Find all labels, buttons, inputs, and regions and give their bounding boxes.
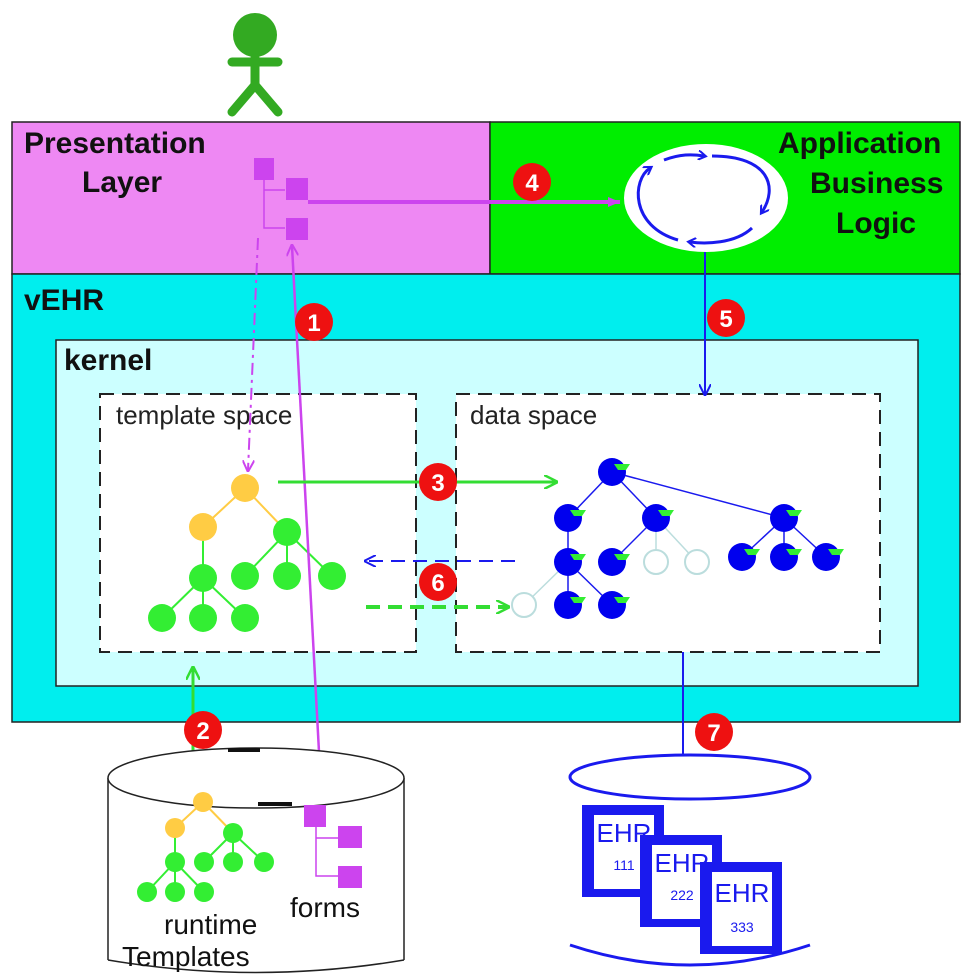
svg-text:3: 3 xyxy=(431,470,444,497)
runtime-label: runtime xyxy=(164,909,257,940)
svg-text:333: 333 xyxy=(730,919,754,935)
data-space-title: data space xyxy=(470,400,597,430)
ehr-card-333: EHR 333 xyxy=(700,862,782,954)
svg-text:111: 111 xyxy=(613,857,634,873)
arrow-presentation-to-template xyxy=(248,237,259,470)
forms-widget-presentation xyxy=(254,158,308,240)
template-space-title: template space xyxy=(116,400,292,430)
svg-text:EHR: EHR xyxy=(715,878,770,908)
runtime-template-tree xyxy=(137,792,274,902)
svg-text:2: 2 xyxy=(196,718,209,745)
step-badge-7: 7 xyxy=(695,713,733,751)
business-cycle-icon xyxy=(624,144,788,252)
business-logic-title-2: Business xyxy=(810,167,943,200)
forms-label: forms xyxy=(290,892,360,923)
svg-text:4: 4 xyxy=(525,170,539,197)
step-badge-3: 3 xyxy=(419,463,457,501)
presentation-layer-title-2: Layer xyxy=(82,166,162,199)
presentation-layer-box xyxy=(11,121,491,275)
step-badge-4: 4 xyxy=(513,163,551,201)
step-badge-1: 1 xyxy=(295,303,333,341)
template-repository-cylinder xyxy=(107,747,405,974)
vehr-title: vEHR xyxy=(24,284,104,317)
presentation-layer-title-1: Presentation xyxy=(24,127,206,160)
svg-text:7: 7 xyxy=(707,720,720,747)
business-logic-title-3: Logic xyxy=(836,207,916,240)
data-tree xyxy=(511,458,844,619)
kernel-title: kernel xyxy=(64,344,152,377)
svg-text:6: 6 xyxy=(431,570,444,597)
svg-text:222: 222 xyxy=(670,887,694,903)
svg-text:1: 1 xyxy=(307,310,320,337)
step-badge-2: 2 xyxy=(184,711,222,749)
step-badge-5: 5 xyxy=(707,299,745,337)
business-logic-title-1: Application xyxy=(778,127,941,160)
templates-label: Templates xyxy=(122,941,250,972)
user-icon xyxy=(227,13,283,117)
template-tree xyxy=(148,474,346,632)
svg-text:5: 5 xyxy=(719,306,732,333)
forms-storage-icon xyxy=(304,805,362,888)
step-badge-6: 6 xyxy=(419,563,457,601)
arrow-step-1 xyxy=(292,246,324,809)
